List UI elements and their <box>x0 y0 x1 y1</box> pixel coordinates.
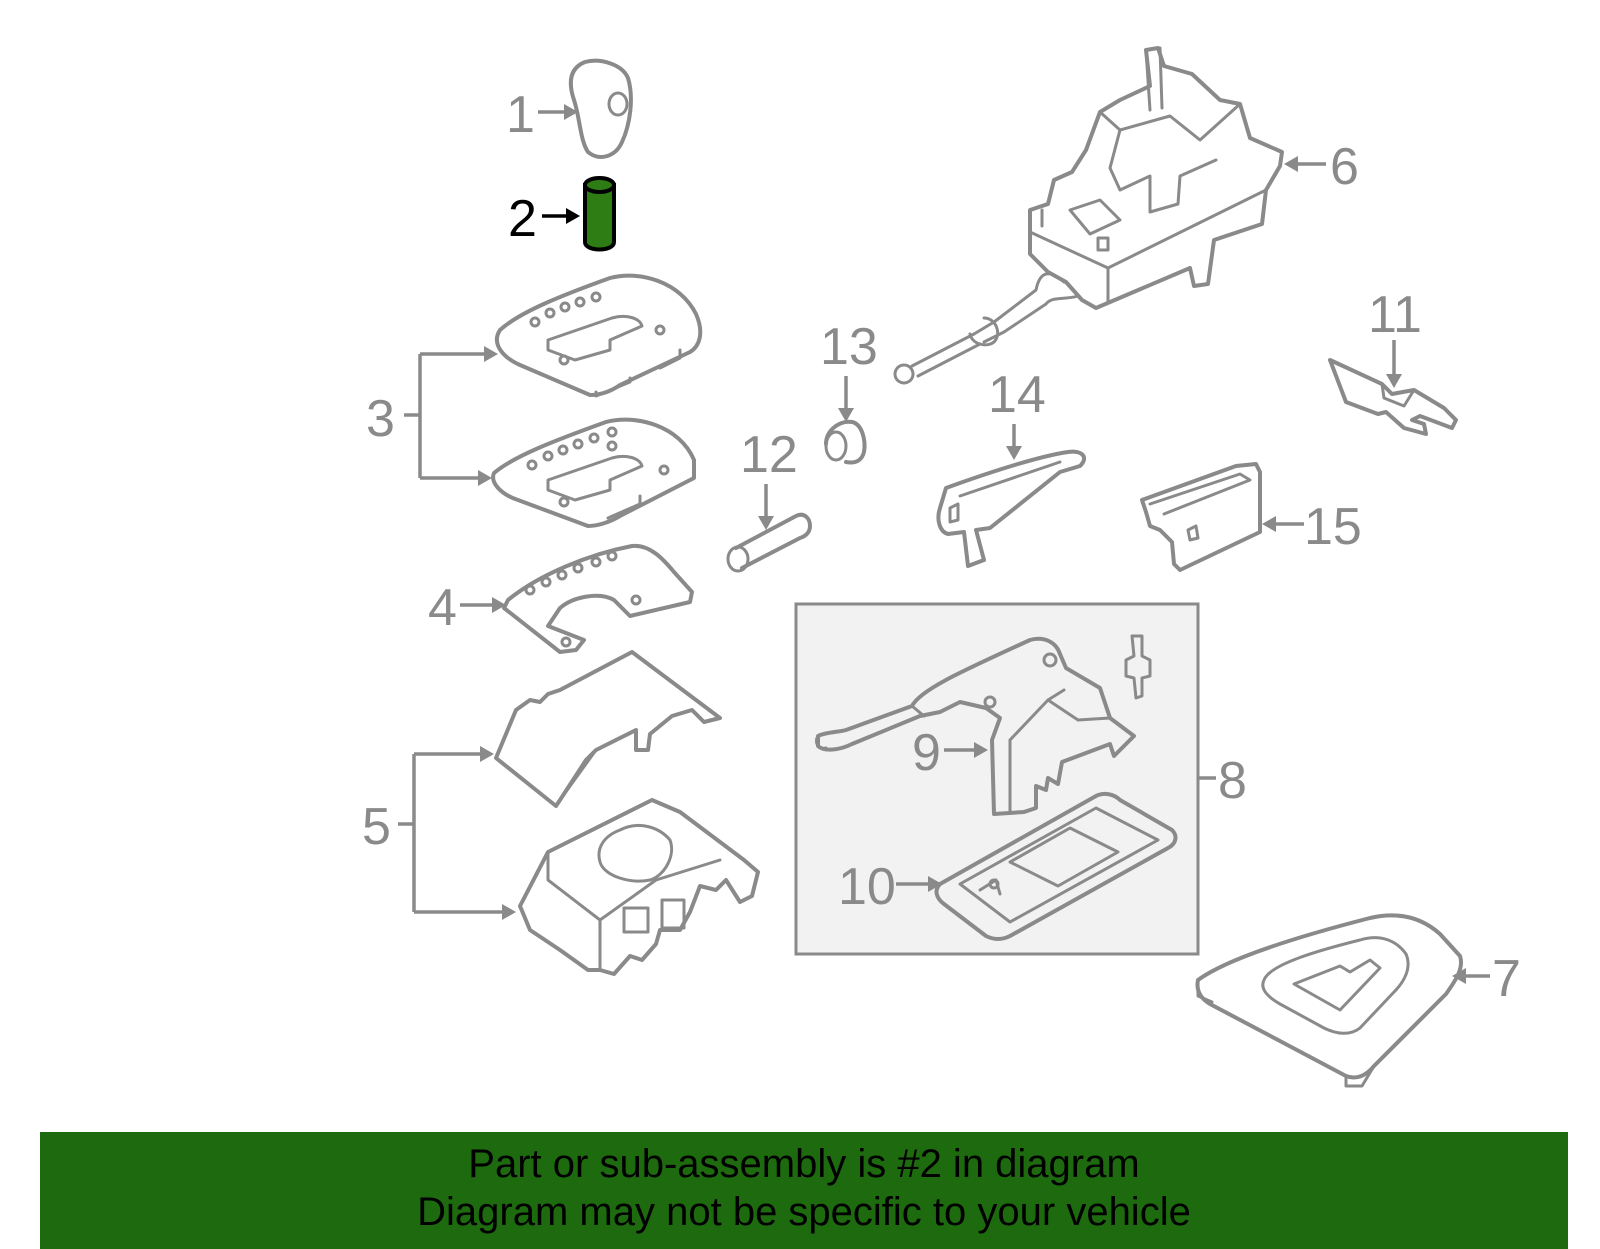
part-15-side-bracket[interactable] <box>1140 462 1262 572</box>
callout-3: 3 <box>366 346 498 486</box>
svg-text:11: 11 <box>1368 286 1422 344</box>
part-11-bracket-clip[interactable] <box>1328 358 1458 436</box>
callout-13: 13 <box>820 318 878 422</box>
part-1-shift-knob[interactable] <box>568 58 633 159</box>
callout-6: 6 <box>1284 138 1359 196</box>
callout-7: 7 <box>1452 950 1521 1008</box>
callout-1: 1 <box>506 86 578 144</box>
part-5-upper-cover[interactable] <box>494 650 722 808</box>
part-9-lever-bracket[interactable] <box>814 634 1152 816</box>
svg-text:5: 5 <box>362 798 391 856</box>
part-4-indicator-plate[interactable] <box>502 543 694 654</box>
svg-text:6: 6 <box>1330 138 1359 196</box>
callout-5: 5 <box>362 746 516 920</box>
part-7-console-trim[interactable] <box>1195 913 1463 1088</box>
svg-text:7: 7 <box>1492 950 1521 1008</box>
part-13-grommet[interactable] <box>824 419 867 465</box>
part-3-lower-bezel[interactable] <box>491 417 696 528</box>
callout-2: 2 <box>508 190 580 248</box>
part-14-release-arm[interactable] <box>936 449 1087 568</box>
part-12-pin[interactable] <box>726 512 812 573</box>
svg-text:4: 4 <box>428 579 457 637</box>
svg-text:8: 8 <box>1218 752 1247 810</box>
svg-text:10: 10 <box>838 858 896 916</box>
callout-15: 15 <box>1262 498 1362 556</box>
svg-text:9: 9 <box>912 724 941 782</box>
callout-9: 9 <box>912 724 988 782</box>
svg-text:3: 3 <box>366 390 395 448</box>
callout-4: 4 <box>428 579 506 637</box>
part-10-base-plate[interactable] <box>934 791 1178 941</box>
part-2-sleeve[interactable] <box>583 176 616 252</box>
callout-12: 12 <box>740 426 798 530</box>
part-5-lower-housing[interactable] <box>518 798 760 976</box>
callout-14: 14 <box>988 366 1046 460</box>
svg-text:1: 1 <box>506 86 535 144</box>
info-banner: Part or sub-assembly is #2 in diagram Di… <box>40 1132 1568 1249</box>
callout-10: 10 <box>838 858 942 916</box>
svg-text:13: 13 <box>820 318 878 376</box>
callout-8: 8 <box>1198 752 1247 810</box>
part-8-subassembly-box <box>794 602 1200 956</box>
svg-text:12: 12 <box>740 426 798 484</box>
part-3-upper-bezel[interactable] <box>494 273 703 398</box>
svg-text:15: 15 <box>1304 498 1362 556</box>
svg-text:14: 14 <box>988 366 1046 424</box>
svg-text:2: 2 <box>508 190 537 248</box>
part-6-shifter-assembly[interactable] <box>893 46 1284 385</box>
banner-line-1: Part or sub-assembly is #2 in diagram <box>468 1142 1140 1186</box>
banner-line-2: Diagram may not be specific to your vehi… <box>417 1190 1191 1234</box>
callout-11: 11 <box>1368 286 1422 388</box>
